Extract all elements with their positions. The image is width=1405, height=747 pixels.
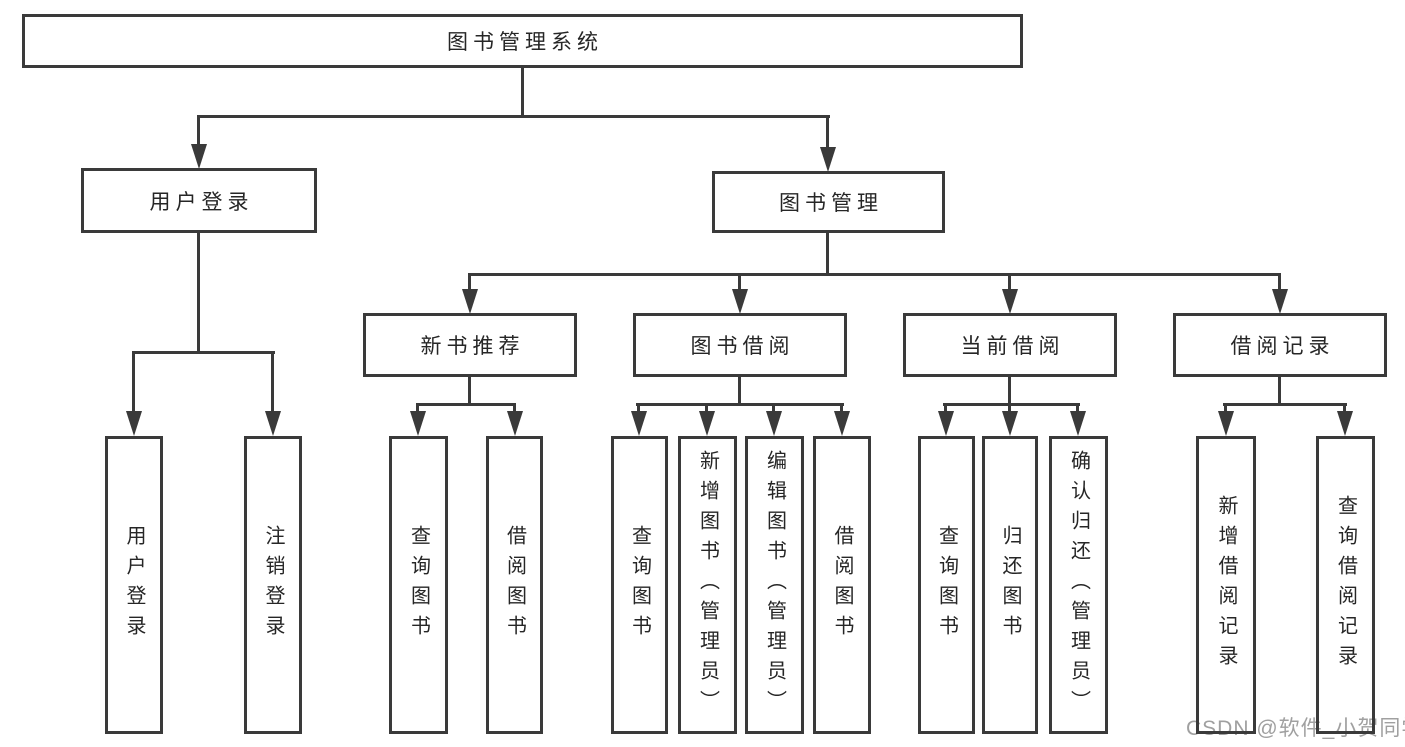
node-book-borrow-label: 图书借阅 [690, 335, 795, 358]
connector-group-e-hline [1223, 403, 1347, 406]
leaf-borrow-book-1-label: 借阅图书 [503, 525, 526, 645]
connector-book-mgmt-drop [826, 115, 829, 149]
leaf-query-borrow-record: 查询借阅记录 [1316, 436, 1375, 734]
connector-leaf-c3-drop [772, 403, 775, 415]
connector-user-login-drop [197, 115, 200, 147]
arrowhead-leaf-c1 [631, 411, 647, 436]
connector-leaf-b2-drop [513, 403, 516, 415]
leaf-query-book-1-label: 查询图书 [407, 525, 430, 645]
leaf-return-book: 归还图书 [982, 436, 1038, 734]
csdn-watermark: CSDN @软件_小贺同学 [1186, 717, 1405, 740]
connector-group-b-hline [416, 403, 516, 406]
connector-book-mgmt-stem [826, 231, 829, 275]
leaf-add-borrow-record-label: 新增借阅记录 [1215, 495, 1237, 675]
connector-book-borrow-drop [738, 273, 741, 293]
arrowhead-current-borrow [1002, 289, 1018, 314]
arrowhead-new-book [462, 289, 478, 314]
arrowhead-leaf-a1 [126, 411, 142, 436]
connector-user-login-hline [132, 351, 275, 354]
connector-leaf-a1-drop [132, 351, 135, 413]
leaf-query-borrow-record-label: 查询借阅记录 [1334, 495, 1357, 675]
leaf-confirm-return-admin-label: 确认归还（管理员） [1067, 450, 1090, 720]
arrowhead-leaf-e2 [1337, 411, 1353, 436]
node-current-borrow-label: 当前借阅 [960, 335, 1065, 358]
connector-new-book-drop [468, 273, 471, 293]
arrowhead-book-borrow [732, 289, 748, 314]
node-borrow-record-label: 借阅记录 [1230, 335, 1335, 358]
node-root: 图书管理系统 [22, 14, 1023, 68]
connector-current-borrow-stem [1008, 375, 1011, 406]
node-borrow-record: 借阅记录 [1173, 313, 1387, 377]
arrowhead-leaf-c4 [834, 411, 850, 436]
node-new-book-label: 新书推荐 [420, 335, 525, 358]
leaf-query-book-3-label: 查询图书 [935, 525, 958, 645]
connector-new-book-stem [468, 375, 471, 406]
connector-leaf-d1-drop [944, 403, 947, 415]
leaf-return-book-label: 归还图书 [999, 525, 1021, 645]
node-book-borrow: 图书借阅 [633, 313, 847, 377]
connector-book-borrow-stem [738, 375, 741, 406]
leaf-logout-label: 注销登录 [262, 525, 284, 645]
connector-leaf-c1-drop [637, 403, 640, 415]
arrowhead-leaf-d3 [1070, 411, 1086, 436]
leaf-user-login-label: 用户登录 [123, 525, 145, 645]
connector-current-borrow-drop [1008, 273, 1011, 293]
connector-borrow-record-stem [1278, 375, 1281, 406]
node-book-mgmt-label: 图书管理 [779, 192, 883, 215]
connector-user-login-stem [197, 231, 200, 354]
arrowhead-leaf-a2 [265, 411, 281, 436]
arrowhead-leaf-b2 [507, 411, 523, 436]
node-book-mgmt: 图书管理 [712, 171, 945, 233]
arrowhead-leaf-c2 [699, 411, 715, 436]
connector-level1-hline [197, 115, 830, 118]
node-current-borrow: 当前借阅 [903, 313, 1117, 377]
leaf-query-book-1: 查询图书 [389, 436, 448, 734]
leaf-logout: 注销登录 [244, 436, 302, 734]
arrowhead-leaf-e1 [1218, 411, 1234, 436]
arrowhead-borrow-record [1272, 289, 1288, 314]
leaf-add-borrow-record: 新增借阅记录 [1196, 436, 1256, 734]
connector-level2-hline [468, 273, 1281, 276]
leaf-add-book-admin: 新增图书（管理员） [678, 436, 737, 734]
node-new-book: 新书推荐 [363, 313, 577, 377]
connector-leaf-a2-drop [271, 351, 274, 413]
node-user-login: 用户登录 [81, 168, 317, 233]
arrowhead-leaf-d1 [938, 411, 954, 436]
connector-group-d-hline [943, 403, 1080, 406]
node-user-login-label: 用户登录 [149, 190, 254, 214]
leaf-edit-book-admin-label: 编辑图书（管理员） [763, 450, 786, 720]
connector-leaf-d3-drop [1076, 403, 1079, 415]
arrowhead-book-mgmt [820, 147, 836, 172]
leaf-user-login: 用户登录 [105, 436, 163, 734]
connector-leaf-d2-drop [1008, 403, 1011, 415]
leaf-query-book-3: 查询图书 [918, 436, 975, 734]
leaf-borrow-book-2-label: 借阅图书 [831, 525, 853, 645]
leaf-confirm-return-admin: 确认归还（管理员） [1049, 436, 1108, 734]
connector-root-stem [521, 66, 524, 118]
connector-group-c-hline [636, 403, 844, 406]
connector-leaf-c2-drop [705, 403, 708, 415]
connector-leaf-e1-drop [1224, 403, 1227, 415]
arrowhead-leaf-d2 [1002, 411, 1018, 436]
connector-leaf-c4-drop [840, 403, 843, 415]
leaf-query-book-2: 查询图书 [611, 436, 668, 734]
connector-leaf-b1-drop [416, 403, 419, 415]
leaf-borrow-book-2: 借阅图书 [813, 436, 871, 734]
leaf-query-book-2-label: 查询图书 [628, 525, 651, 645]
leaf-add-book-admin-label: 新增图书（管理员） [696, 450, 719, 720]
leaf-borrow-book-1: 借阅图书 [486, 436, 543, 734]
connector-borrow-record-drop [1278, 273, 1281, 293]
leaf-edit-book-admin: 编辑图书（管理员） [745, 436, 804, 734]
node-root-label: 图书管理系统 [447, 31, 603, 54]
connector-leaf-e2-drop [1343, 403, 1346, 415]
arrowhead-user-login [191, 144, 207, 169]
arrowhead-leaf-b1 [410, 411, 426, 436]
arrowhead-leaf-c3 [766, 411, 782, 436]
